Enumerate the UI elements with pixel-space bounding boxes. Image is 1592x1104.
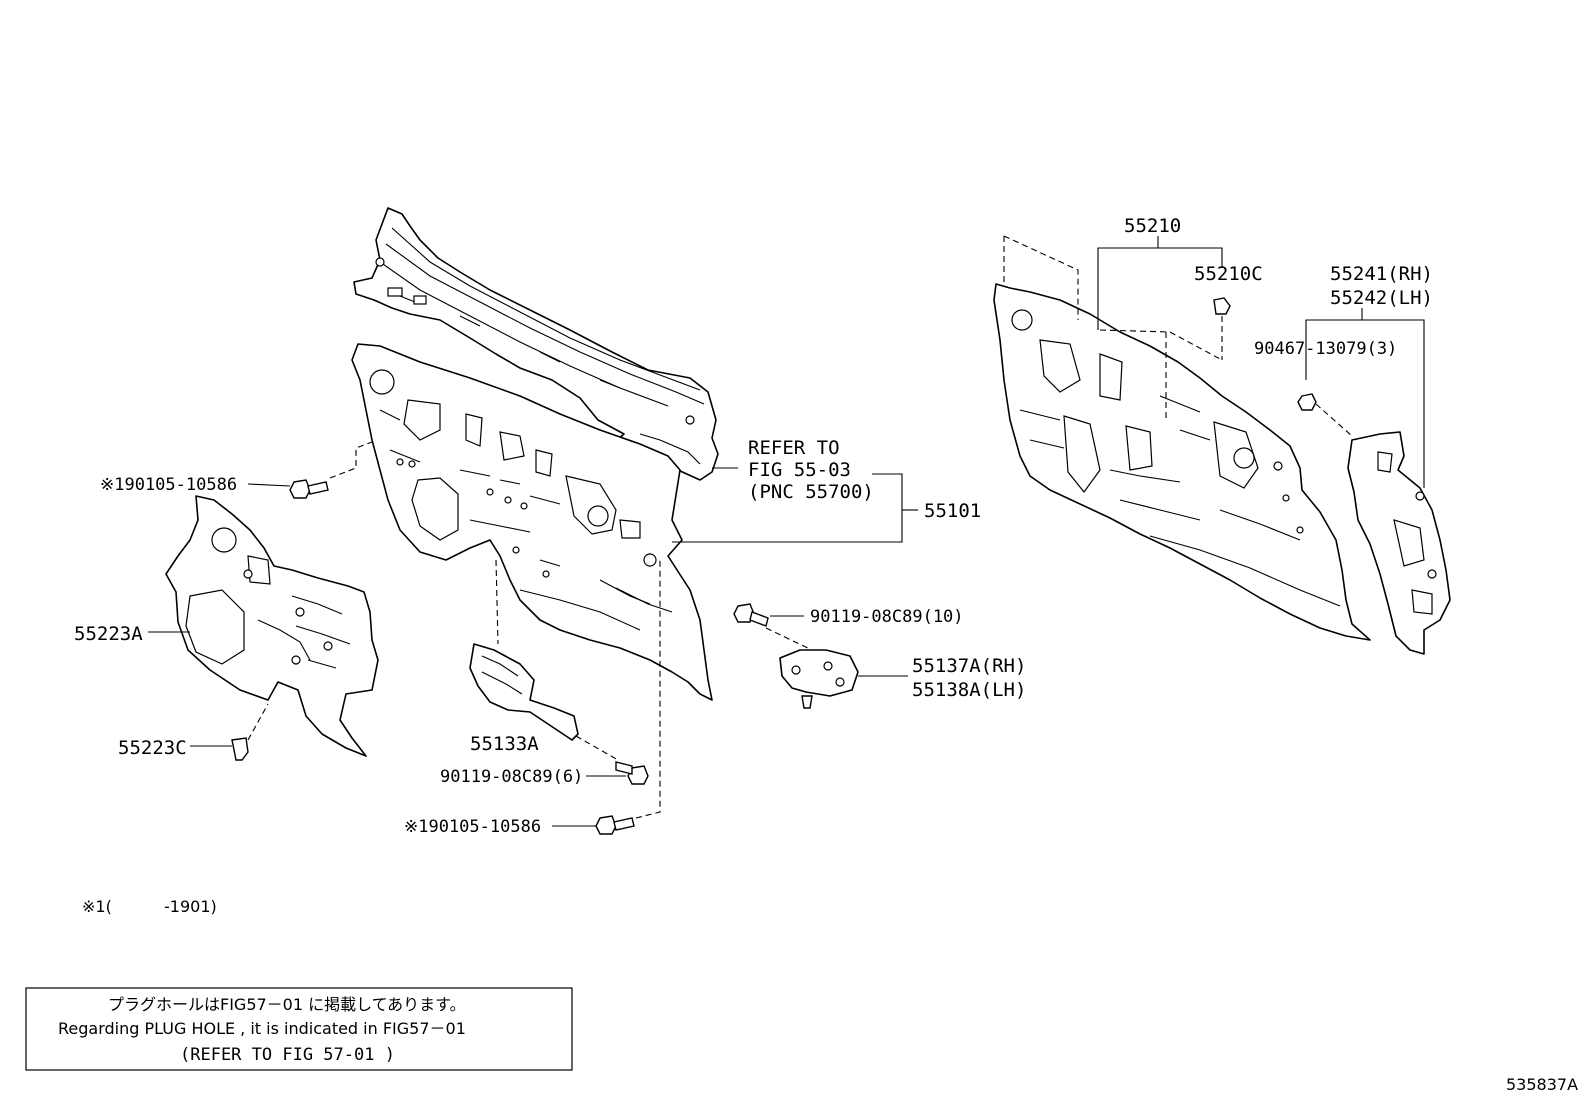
- label-55223c: 55223C: [118, 737, 187, 759]
- label-90119-6: 90119-08C89(6): [440, 767, 583, 787]
- illustration-id: 535837A: [1506, 1075, 1578, 1094]
- label-90119-10: 90119-08C89(10): [810, 607, 964, 627]
- insulator-55133a: [469, 643, 579, 741]
- label-55137a: 55137A(RH): [912, 655, 1026, 677]
- bolt-90119-6-icon: [615, 761, 649, 785]
- bracket-55241-55242: [1347, 431, 1451, 655]
- label-55138a: 55138A(LH): [912, 679, 1026, 701]
- bolt-90119-10-icon: [733, 603, 769, 627]
- label-55242: 55242(LH): [1330, 287, 1433, 309]
- label-55210c: 55210C: [1194, 263, 1263, 285]
- clip-55223c: [231, 737, 249, 761]
- cowl-top-panel: [353, 207, 719, 481]
- insulator-55223a: [165, 495, 379, 757]
- part-labels: REFER TO FIG 55-03 (PNC 55700) 55101 552…: [74, 215, 1433, 837]
- label-refer-line1: REFER TO: [748, 437, 840, 459]
- clip-55210c: [1213, 297, 1231, 315]
- bracket-55137a-55138a: [779, 649, 859, 709]
- label-90467: 90467-13079(3): [1254, 339, 1397, 359]
- label-refer-line2: FIG 55-03: [748, 459, 851, 481]
- note-line-en: Regarding PLUG HOLE , it is indicated in…: [58, 1019, 466, 1038]
- label-refer-line3: (PNC 55700): [748, 481, 874, 503]
- label-55133a: 55133A: [470, 733, 539, 755]
- label-55241: 55241(RH): [1330, 263, 1433, 285]
- note-line-ref: (REFER TO FIG 57-01 ): [180, 1045, 395, 1065]
- plug-hole-note-box: プラグホールはFIG57－01 に掲載してあります。 Regarding PLU…: [25, 987, 573, 1071]
- label-55101: 55101: [924, 500, 981, 522]
- label-190105-bottom: ※190105-10586: [404, 817, 541, 837]
- dash-panel-55101: [351, 343, 713, 701]
- bolt-190105-top-icon: [289, 479, 329, 499]
- label-55223a: 55223A: [74, 623, 143, 645]
- footnote-mark: ※1(: [82, 897, 112, 916]
- footnote-range: -1901): [164, 897, 217, 916]
- leader-lines: [148, 235, 1425, 827]
- footnote: ※1( -1901): [82, 897, 217, 916]
- insulator-55210: [993, 283, 1371, 641]
- bolt-190105-bottom-icon: [595, 815, 635, 835]
- label-190105-top: ※190105-10586: [100, 475, 237, 495]
- note-line-jp: プラグホールはFIG57－01 に掲載してあります。: [108, 995, 466, 1014]
- screw-90467-icon: [1297, 393, 1317, 411]
- label-55210: 55210: [1124, 215, 1181, 237]
